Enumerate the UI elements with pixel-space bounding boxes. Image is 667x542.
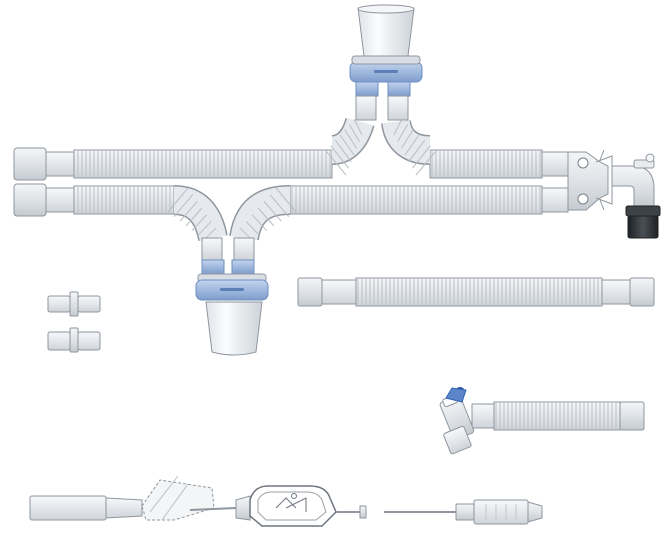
tube-rib — [257, 207, 275, 227]
tube-rib — [275, 187, 297, 213]
water-trap-top — [349, 4, 423, 121]
tube-rib — [344, 129, 358, 149]
upper-limb-tube — [13, 147, 333, 181]
tube-rib — [411, 145, 431, 169]
bottom-trap-hoses — [167, 185, 297, 242]
top-trap-hoses — [325, 117, 437, 176]
tube-rib — [191, 214, 208, 232]
tube-rib — [404, 134, 420, 156]
straight-connector-2 — [47, 327, 101, 353]
tube-rib — [167, 187, 189, 213]
upper-limb-right-tube — [429, 149, 569, 179]
tube-rib — [400, 129, 414, 149]
lower-limb-tube — [13, 183, 569, 217]
y-piece-elbow-connector — [567, 149, 661, 239]
tube-rib — [263, 201, 282, 222]
tube-rib — [330, 145, 350, 169]
tube-rib — [408, 140, 426, 162]
tube-rib — [393, 118, 403, 136]
tube-rib — [173, 194, 194, 217]
catheter-mount — [439, 387, 645, 455]
tube-rib — [415, 150, 437, 176]
tube-rib — [179, 201, 198, 222]
tube-rib — [245, 220, 260, 236]
tube-rib — [269, 194, 290, 217]
tube-rib — [339, 134, 355, 156]
tube-rib — [197, 220, 212, 236]
extension-tube — [297, 277, 655, 307]
tube-rib — [251, 214, 268, 232]
water-trap-bottom — [195, 237, 269, 356]
tube-rib — [325, 150, 347, 176]
tube-rib — [185, 207, 203, 227]
tube-rib — [334, 140, 352, 162]
straight-connector-1 — [47, 291, 101, 317]
suction-catheter-with-valve — [29, 475, 543, 527]
tube-rib — [348, 124, 360, 142]
tube-rib — [353, 118, 363, 136]
tube-rib — [397, 124, 409, 142]
